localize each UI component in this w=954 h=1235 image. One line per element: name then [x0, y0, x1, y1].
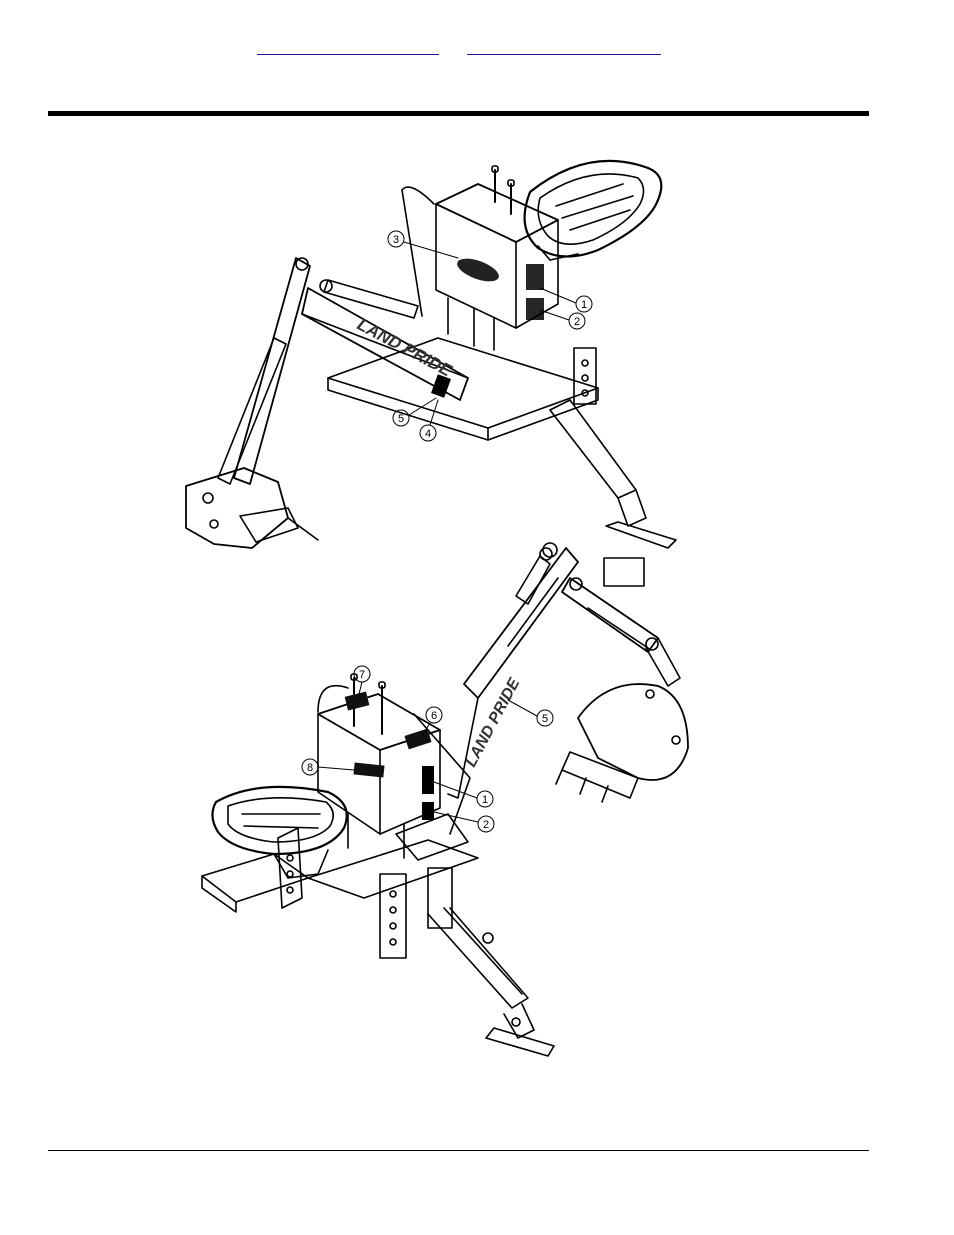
stabilizer-bottom	[380, 868, 554, 1056]
boom-decal-bottom: LAND PRIDE	[463, 674, 525, 769]
header-links	[0, 38, 954, 58]
base-frame-bottom	[202, 814, 478, 912]
callout-3-top: 3	[393, 234, 399, 246]
header-rule	[48, 111, 869, 116]
callout-6-bottom: 6	[431, 710, 437, 722]
callout-2-top: 2	[574, 316, 580, 328]
backhoe-decal-diagram: LAND PRIDE 3 1 2 5	[178, 138, 700, 1075]
control-tower-top	[436, 184, 558, 350]
callout-2-bottom: 2	[483, 819, 489, 831]
callout-1-bottom: 1	[482, 794, 488, 806]
callout-1-top: 1	[581, 299, 587, 311]
bucket-bottom	[556, 684, 688, 802]
footer-rule	[48, 1150, 869, 1151]
callout-5-bottom: 5	[542, 713, 548, 725]
backhoe-bottom-view: LAND PRIDE	[202, 543, 688, 1056]
callouts-top: 3 1 2 5 4	[388, 231, 592, 441]
callout-5-top: 5	[398, 413, 404, 425]
stabilizer-right-top	[550, 348, 676, 548]
header-link-1[interactable]	[257, 38, 439, 55]
seat-top	[525, 161, 662, 260]
dipper-top	[218, 258, 310, 484]
callout-8-bottom: 8	[307, 762, 313, 774]
dipper-bottom	[562, 578, 680, 686]
control-tower-bottom	[318, 692, 440, 858]
callout-7-bottom: 7	[359, 669, 365, 681]
header-link-2[interactable]	[467, 38, 661, 55]
boom-bottom: LAND PRIDE	[448, 543, 644, 798]
callout-4-top: 4	[425, 428, 431, 440]
backhoe-top-view: LAND PRIDE	[186, 161, 676, 548]
